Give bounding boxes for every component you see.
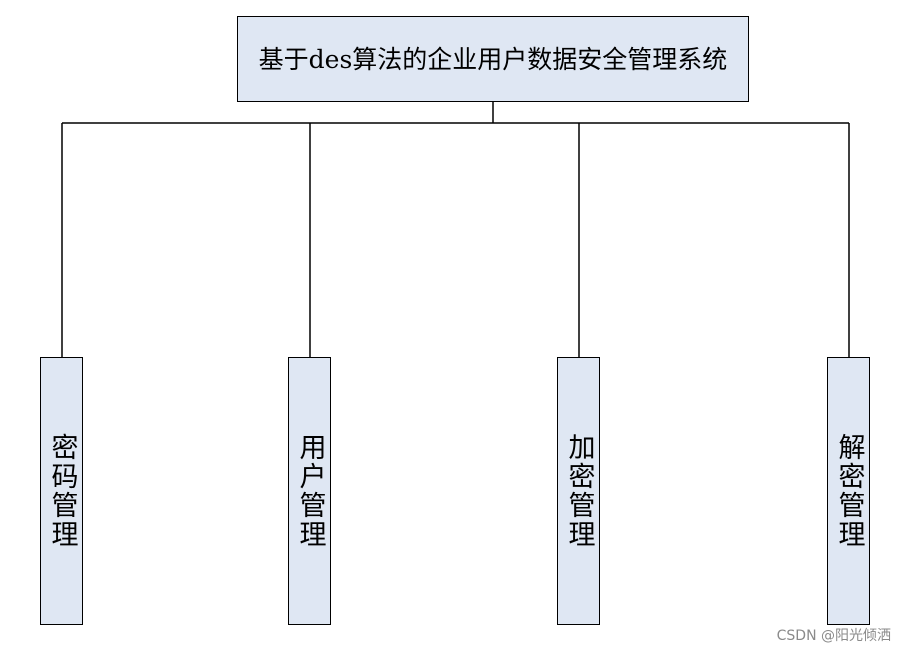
root-node: 基于des算法的企业用户数据安全管理系统 — [237, 16, 749, 102]
child-node-user-management: 用户管理 — [288, 357, 331, 625]
child-label: 密码管理 — [46, 433, 78, 549]
child-node-decryption-management: 解密管理 — [827, 357, 870, 625]
child-label: 加密管理 — [563, 433, 595, 549]
child-node-password-management: 密码管理 — [40, 357, 83, 625]
child-label: 用户管理 — [294, 433, 326, 549]
child-label: 解密管理 — [833, 433, 865, 549]
child-node-encryption-management: 加密管理 — [557, 357, 600, 625]
watermark: CSDN @阳光倾洒 — [776, 628, 891, 644]
root-label: 基于des算法的企业用户数据安全管理系统 — [258, 45, 728, 74]
